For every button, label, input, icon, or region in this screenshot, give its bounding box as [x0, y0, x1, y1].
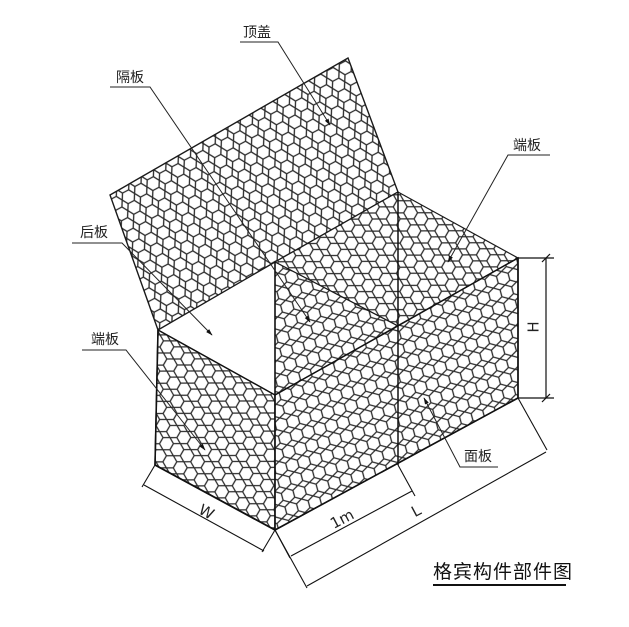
diagram-title: 格宾构件部件图 — [433, 561, 574, 583]
dimension-h — [518, 253, 554, 403]
label-end-panel-left: 端板 — [91, 332, 119, 348]
label-front-panel: 面板 — [464, 449, 492, 465]
dimension-w — [141, 464, 276, 553]
left-end-panel — [154, 328, 276, 532]
dimension-l — [274, 397, 548, 589]
label-top-cover: 顶盖 — [243, 25, 271, 41]
label-end-panel-right: 端板 — [513, 138, 541, 154]
label-diaphragm: 隔板 — [116, 70, 144, 86]
dimension-h-label: H — [524, 321, 543, 333]
label-back-panel: 后板 — [80, 225, 108, 241]
leader-lines — [72, 41, 550, 468]
